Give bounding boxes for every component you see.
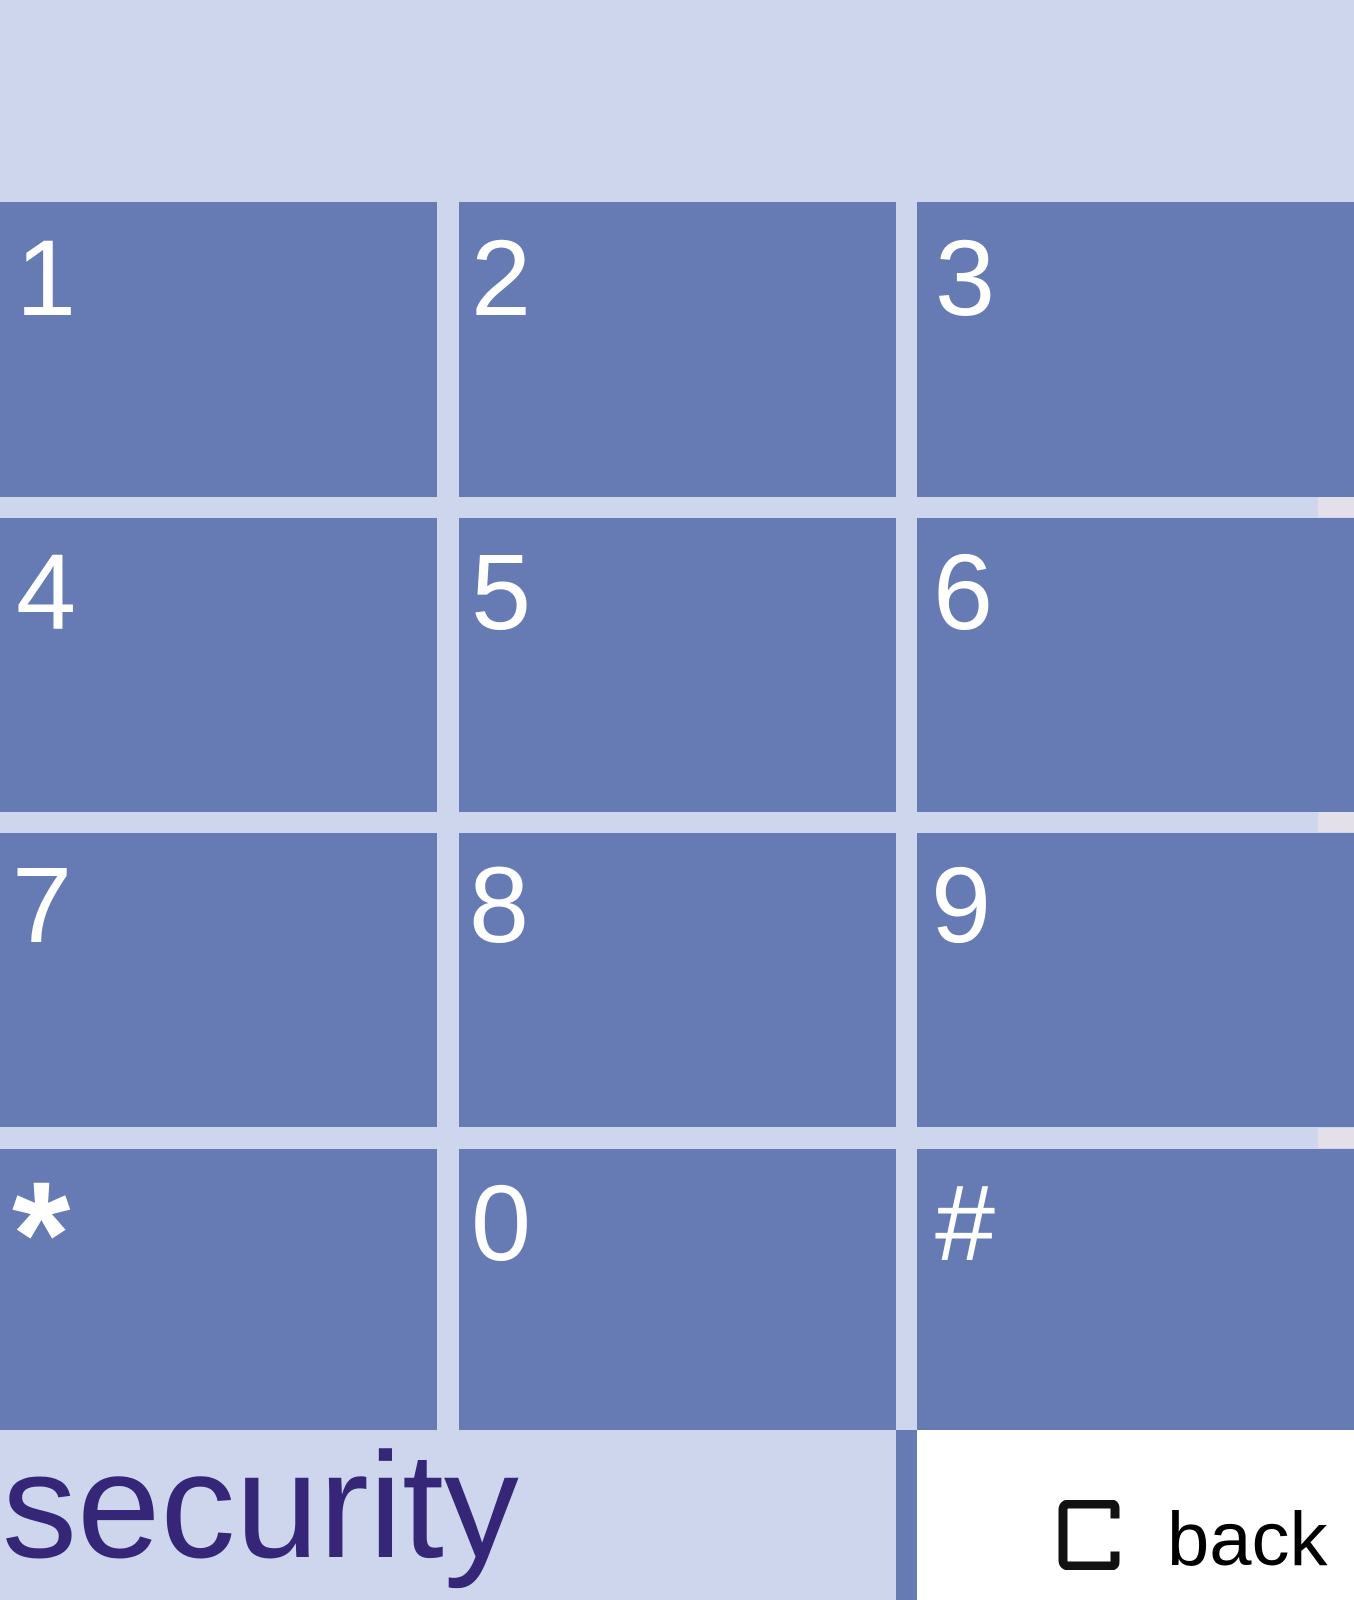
- key-8[interactable]: 8: [459, 833, 896, 1127]
- key-7[interactable]: 7: [0, 833, 437, 1127]
- key-star[interactable]: *: [0, 1149, 437, 1430]
- key-hash[interactable]: #: [917, 1149, 1354, 1430]
- key-hash-label: #: [935, 1162, 996, 1283]
- key-3-label: 3: [935, 217, 996, 338]
- clear-c-icon: [1058, 1500, 1120, 1570]
- edge-tick: [1318, 497, 1354, 517]
- key-6-label: 6: [933, 531, 994, 652]
- key-6[interactable]: 6: [917, 518, 1354, 812]
- key-5[interactable]: 5: [459, 518, 896, 812]
- key-0-label: 0: [471, 1162, 532, 1283]
- key-1[interactable]: 1: [0, 202, 437, 497]
- key-4[interactable]: 4: [0, 518, 437, 812]
- key-9-label: 9: [931, 844, 992, 965]
- key-1-label: 1: [16, 217, 77, 338]
- number-display: [0, 0, 1354, 202]
- key-8-label: 8: [469, 844, 530, 965]
- key-2-label: 2: [471, 217, 532, 338]
- edge-tick: [1318, 812, 1354, 832]
- key-7-label: 7: [12, 844, 73, 965]
- key-4-label: 4: [16, 531, 77, 652]
- back-button[interactable]: back: [917, 1430, 1354, 1600]
- keypad: 1 2 3 4 5 6 7 8 9 * 0 #: [0, 202, 1354, 1430]
- security-title: security: [2, 1421, 519, 1589]
- footer-divider: [896, 1430, 917, 1600]
- key-0[interactable]: 0: [459, 1149, 896, 1430]
- key-3[interactable]: 3: [917, 202, 1354, 497]
- edge-tick: [1318, 1128, 1354, 1148]
- key-9[interactable]: 9: [917, 833, 1354, 1127]
- key-5-label: 5: [471, 531, 532, 652]
- back-label: back: [1167, 1497, 1328, 1582]
- key-star-label: *: [12, 1150, 71, 1318]
- key-2[interactable]: 2: [459, 202, 896, 497]
